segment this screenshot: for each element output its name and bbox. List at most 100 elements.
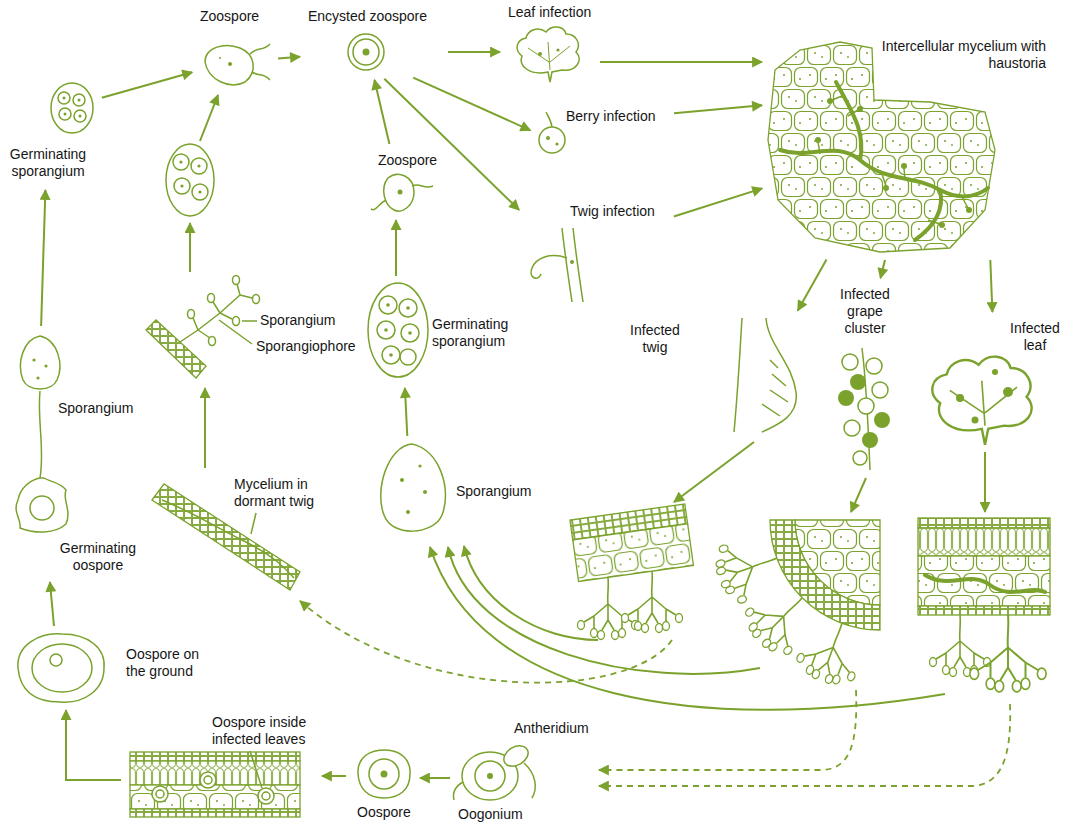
lesion <box>1003 387 1013 397</box>
stage-label: Zoospore <box>200 8 259 25</box>
zoospore-inside <box>379 296 397 314</box>
nucleus-dot <box>78 99 81 102</box>
cycle-arrow <box>102 72 192 98</box>
hypha <box>162 500 294 578</box>
nucleus-dot <box>180 184 183 187</box>
nucleus-dot <box>384 328 388 332</box>
stage-node: Germinating sporangium <box>0 80 98 186</box>
sporangium-tip <box>209 337 216 346</box>
hypha <box>915 190 941 240</box>
stage-label: Leaf infection <box>508 4 591 21</box>
infection-spot <box>546 136 550 140</box>
oospore-inner <box>204 776 212 784</box>
oospore-inner <box>262 792 270 800</box>
cycle-arrow <box>448 51 500 53</box>
zoospore-inside <box>399 299 417 317</box>
stage-label: Mycelium in dormant twig <box>234 476 329 510</box>
berry <box>872 382 888 398</box>
infected-berry <box>838 390 854 406</box>
nucleus-dot <box>363 49 370 56</box>
stage-node: Oospore inside infected leaves <box>125 710 318 820</box>
stage-label: Antheridium <box>514 720 589 737</box>
infection-spot <box>556 48 559 51</box>
stage-label: Encysted zoospore <box>308 8 427 25</box>
oospore-wall <box>358 750 410 798</box>
cycle-arrow <box>674 105 762 113</box>
haustorium <box>966 207 972 213</box>
nucleus-dot <box>386 303 390 307</box>
twig-cortex <box>573 524 694 582</box>
stage-arrow <box>984 452 986 512</box>
zoospore-inside <box>377 321 395 339</box>
stage-label: Oospore inside infected leaves <box>212 714 314 748</box>
haustorium <box>939 222 945 228</box>
infection-spot <box>538 52 542 56</box>
sporangiophore <box>709 529 788 607</box>
sporangium-body <box>368 283 428 377</box>
berry <box>858 398 874 414</box>
oospore-in-leaf <box>200 772 216 788</box>
oosphere <box>475 761 505 791</box>
cycle-arrow <box>375 80 390 144</box>
infected-berry <box>850 374 866 390</box>
hypha <box>780 150 988 197</box>
twig <box>734 318 742 432</box>
haustorium <box>857 106 863 112</box>
stage-node: Infected leaf <box>926 316 1074 448</box>
zoospore-inside <box>74 110 86 122</box>
twig <box>762 318 796 432</box>
sporangiophore <box>578 578 639 640</box>
oospore-wall <box>16 478 68 532</box>
germ-tube <box>39 391 41 478</box>
lesion <box>992 369 998 375</box>
nucleus-dot <box>44 364 47 367</box>
leaf-drawing <box>932 357 1031 445</box>
dashed-arrow <box>599 704 1010 786</box>
cycle-arrow <box>405 388 407 436</box>
sporangium-body <box>20 336 59 389</box>
stage-node: Zoospore <box>368 148 441 216</box>
infected-berry <box>874 412 890 428</box>
stage-label: Germinating sporangium <box>432 316 514 350</box>
leaf-drawing <box>517 27 579 82</box>
stage-node: Zoospore <box>196 4 274 92</box>
cycle-arrow <box>395 220 397 276</box>
oospore-in-leaf <box>258 788 274 804</box>
cycle-arrow <box>41 190 45 326</box>
nucleus-dot <box>179 160 182 163</box>
nucleus-dot <box>197 164 200 167</box>
zoospore-body <box>384 174 414 211</box>
sporangium-body <box>51 83 93 133</box>
berry-stem <box>546 112 552 127</box>
haustorium <box>883 185 889 191</box>
stage-node: Mycelium in dormant twig <box>150 472 333 594</box>
sporangiophore <box>970 615 1046 692</box>
nucleus-dot <box>408 331 412 335</box>
nucleus-dot <box>63 97 66 100</box>
stage-node: Sporangium <box>376 440 536 540</box>
upper-epidermis <box>918 518 1050 528</box>
sporangium-tip <box>233 317 240 326</box>
hypha <box>836 82 861 160</box>
stage-label: Twig infection <box>570 203 655 220</box>
stage-arrow <box>189 223 191 272</box>
cycle-arrow <box>674 188 762 216</box>
cycle-arrow <box>384 79 519 210</box>
zoospore-inside <box>400 349 416 365</box>
stage-node: Oospore on the ground <box>12 630 218 706</box>
berry <box>866 358 882 374</box>
stage-label: Berry infection <box>566 108 655 125</box>
oospore-inner <box>156 790 164 798</box>
zoospore-inside <box>191 158 207 174</box>
upper-epidermis <box>130 752 300 761</box>
zoospore-body <box>205 46 253 85</box>
stage-arrow <box>464 546 598 640</box>
nucleus-dot <box>406 510 410 514</box>
berry <box>539 127 565 153</box>
stage-label: Oospore <box>357 804 411 821</box>
zoospore-inside <box>382 346 400 364</box>
oospore-inner <box>369 759 399 789</box>
sporangiophore <box>792 613 870 692</box>
